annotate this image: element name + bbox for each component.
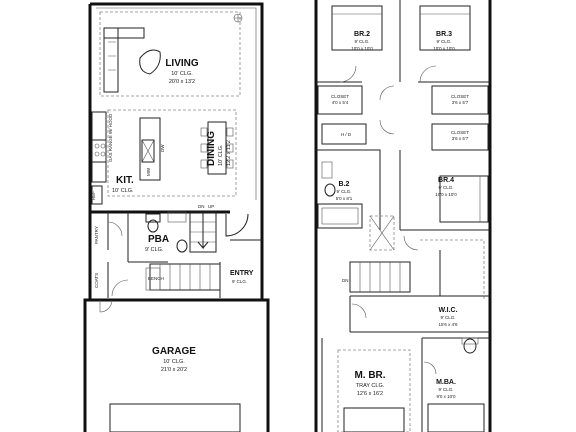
kitchen-ceiling: 10' CLG. [112,188,134,194]
living-name: LIVING [165,58,199,69]
upper-stairs-down-label: DN [342,278,349,283]
bed-master-icon [343,407,405,432]
living-ceiling: 10' CLG. [171,71,193,77]
mbr-name: M. BR. [354,370,385,381]
dining-table-icon [200,121,234,175]
mba-ceiling: 9' CLG. [438,387,453,392]
b2-name: B.2 [339,181,350,188]
garage-ceiling: 10' CLG. [163,359,185,365]
dining-size: 12'2 x 11'2 [226,140,232,166]
stairs-down-label: DN [198,204,205,209]
bed-br4-icon [439,175,489,223]
mba-size: 9'0 x 10'0 [437,394,456,399]
b2-ceiling: 9' CLG. [336,189,351,194]
mw-label: MW [146,167,151,176]
br3-ceiling: 9' CLG. [436,39,451,44]
dining-ceiling: 10' CLG. [218,144,224,166]
coats-label: COATS [94,273,99,288]
mba-name: M.BA. [436,379,456,386]
entry-name: ENTRY [230,270,254,277]
pantry-label: PANTRY [94,226,99,244]
upper-stairs-icon [349,261,411,293]
closet-br4-size: 3'6 x 5'7 [452,136,469,141]
second-floor-plan: BR.2 9' CLG. 10'0 x 10'0 BR.3 9' CLG. 10… [314,0,492,432]
closet-br3-size: 3'6 x 5'7 [452,100,469,105]
wic-size: 15'6 x 4'6 [439,322,458,327]
br2-size: 10'0 x 10'0 [351,46,373,51]
bed-br2-icon [331,5,383,51]
br2-name: BR.2 [354,31,370,38]
closet-br4-name: CLOSET [451,130,469,135]
living-size: 20'0 x 13'2 [169,79,195,85]
kitchen-name: KIT. [116,175,134,186]
br4-ceiling: 9' CLG. [438,185,453,190]
closet-br3-name: CLOSET [451,94,469,99]
br4-name: BR.4 [438,177,454,184]
br3-name: BR.3 [436,31,452,38]
pba-name: PBA [148,234,169,245]
entry-ceiling: 9' CLG. [232,279,247,284]
dw-label: DW [160,144,165,152]
bed-br3-icon [419,5,471,51]
pba-ceiling: 9' CLG. [145,247,164,253]
range-label: GAS RANGE W/ HOOD [108,113,113,162]
bench-label: BENCH [148,276,164,281]
garage-name: GARAGE [152,346,196,357]
b2-size: 5'0 x 8'1 [336,196,353,201]
closet-br2-size: 4'0 x 5'4 [332,100,349,105]
stairs-up-label: UP [208,204,214,209]
hd-label: H / D [341,132,352,137]
coffee-table-icon [139,49,161,75]
sofa-icon [103,27,145,93]
mbr-ceiling: TRAY CLG. [356,383,385,389]
br4-size: 10'0 x 10'0 [435,192,457,197]
main-stairs-icon [189,211,217,253]
first-floor-plan: LIVING 10' CLG. 20'0 x 13'2 DINING 10' C… [83,2,270,432]
closet-br2-name: CLOSET [331,94,349,99]
br2-ceiling: 9' CLG. [354,39,369,44]
wic-name: W.I.C. [438,307,457,314]
garage-size: 21'0 x 20'2 [161,367,187,373]
ref-label: REF [91,191,96,200]
wic-ceiling: 9' CLG. [440,315,455,320]
dining-name: DINING [206,131,217,166]
mbr-size: 12'6 x 16'2 [357,391,383,397]
br3-size: 10'0 x 10'0 [433,46,455,51]
